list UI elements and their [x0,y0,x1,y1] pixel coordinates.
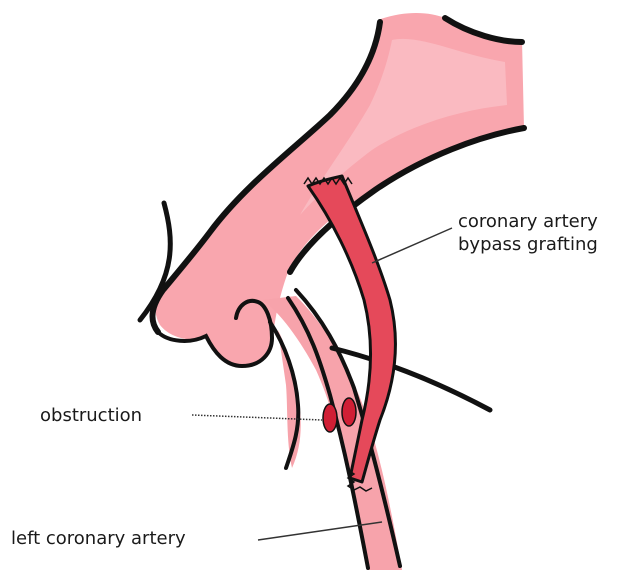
cabg-label-line1: coronary artery [458,210,598,233]
cabg-label-line2: bypass grafting [458,233,598,256]
obstruction-label: obstruction [40,404,142,427]
obstruction-plaque-right [342,398,356,426]
leader-cabg [372,228,452,263]
left-coronary-artery-label: left coronary artery [11,527,186,550]
cabg-label: coronary artery bypass grafting [458,210,598,256]
leader-obstruction [192,415,322,420]
obstruction-plaque-left [323,404,337,432]
